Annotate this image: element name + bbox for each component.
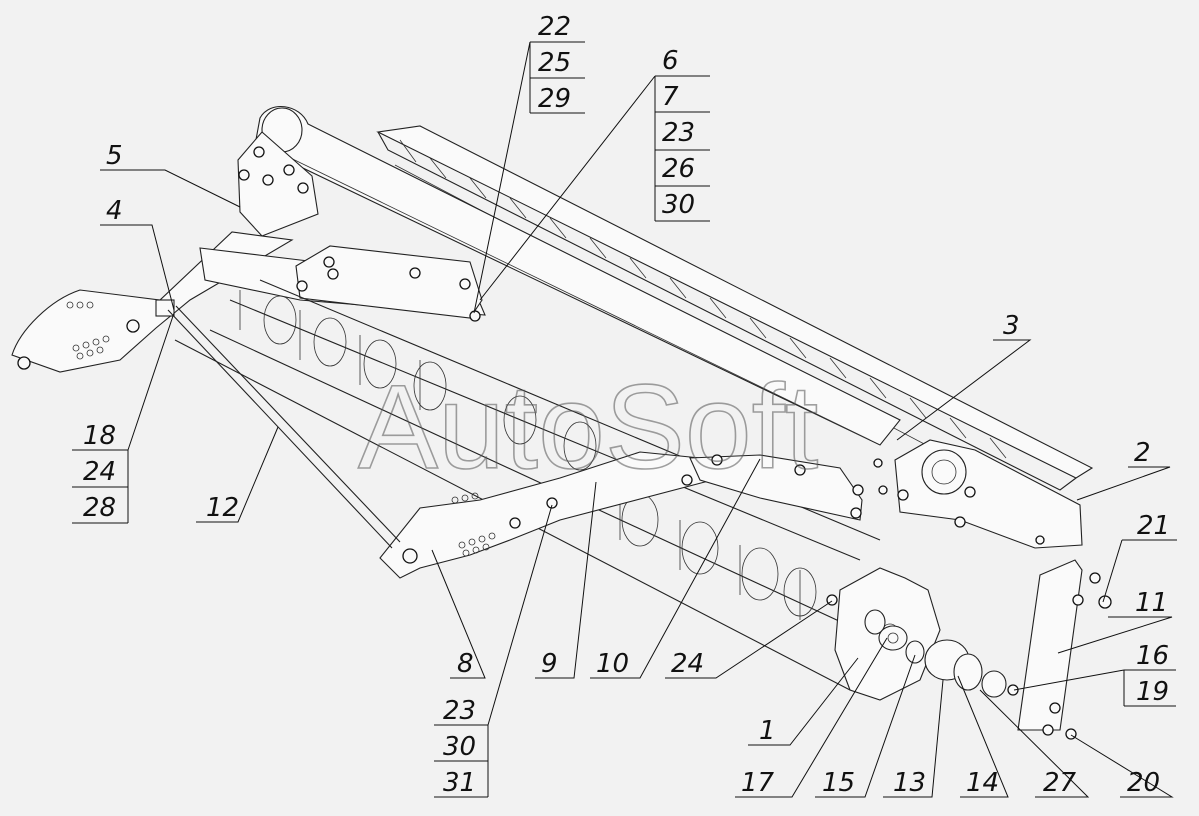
callout-number-20: 20 [1127,768,1160,798]
machine-illustration [11,105,1112,740]
callout-number-23: 23 [443,696,476,726]
hitch-holes-left [66,301,110,360]
diagonal-brace [167,305,401,549]
callout-number-9: 9 [541,649,558,679]
callout-number-21: 21 [1137,511,1170,541]
callout-number-15: 15 [822,768,855,798]
callout-number-5: 5 [106,141,123,171]
left-hitch-arm [11,231,294,373]
center-right-bracket [681,454,864,606]
callout-number-19: 19 [1136,677,1169,707]
callout-number-24: 24 [671,649,704,679]
callout-number-3: 3 [1003,311,1020,341]
callout-number-27: 27 [1043,768,1077,798]
callout-number-25: 25 [538,48,571,78]
callout-number-23: 23 [662,118,695,148]
callout-number-6: 6 [662,46,679,76]
callout-number-31: 31 [443,768,476,798]
callout-number-14: 14 [966,768,999,798]
callout-number-4: 4 [106,196,123,226]
callout-number-30: 30 [443,732,476,762]
right-bearing-plate [873,439,1083,549]
callout-number-8: 8 [457,649,474,679]
left-top-bracket [237,131,319,237]
callout-number-28: 28 [83,493,116,523]
end-plate [1017,559,1084,736]
callout-number-26: 26 [662,154,695,184]
callout-number-30: 30 [662,190,695,220]
callout-number-22: 22 [538,12,571,42]
callout-labels: 22 25 29 6 7 23 26 30 5 4 3 2 18 24 28 12 21 11 16 19 8 9 10 24… [83,12,1170,798]
callout-number-12: 12 [206,493,239,523]
middle-beam [199,245,486,322]
callout-number-24: 24 [83,457,116,487]
watermark: AutoSoft [358,360,818,494]
callout-number-17: 17 [741,768,775,798]
callout-number-16: 16 [1136,641,1169,671]
callout-number-10: 10 [596,649,629,679]
callout-number-13: 13 [893,768,926,798]
callout-number-11: 11 [1135,588,1168,618]
callout-number-7: 7 [662,82,679,112]
bearing-stack [864,609,1019,698]
callout-number-1: 1 [759,716,776,746]
leader-lines [72,41,1177,798]
callout-number-2: 2 [1134,438,1151,468]
hitch-holes-right [451,492,496,557]
callout-number-29: 29 [538,84,571,114]
callout-number-18: 18 [83,421,116,451]
